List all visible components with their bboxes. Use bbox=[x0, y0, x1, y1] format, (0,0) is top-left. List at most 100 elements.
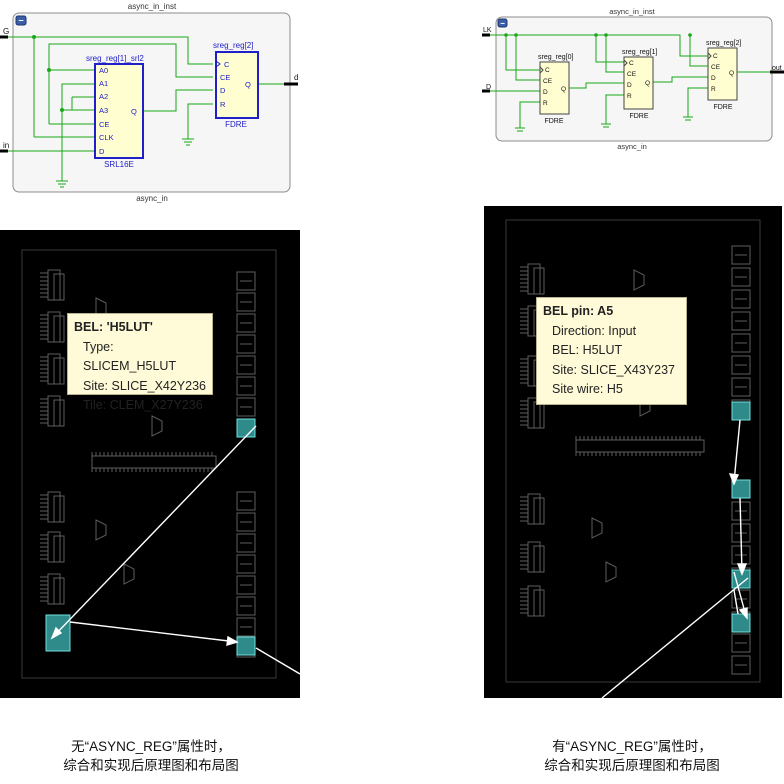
netlist-wires bbox=[0, 36, 298, 181]
ff-instance-name: sreg_reg[2] bbox=[213, 41, 253, 50]
ff-site bbox=[236, 575, 256, 595]
schematic-without-async-reg: async_in_inst − async_in bbox=[0, 2, 298, 203]
ff1-pin-q: Q bbox=[645, 80, 650, 87]
device-layout-with-async-reg[interactable] bbox=[484, 206, 782, 698]
lut-slice-inner bbox=[53, 357, 65, 385]
highlighted-site[interactable] bbox=[236, 636, 256, 656]
lut-slice-inner bbox=[533, 589, 545, 617]
ff-site bbox=[731, 311, 751, 331]
instance-title: async_in_inst bbox=[128, 2, 177, 11]
srl-pin-clk: CLK bbox=[99, 133, 114, 142]
ff2-pin-ce: CE bbox=[711, 64, 721, 71]
tooltip-line-bel: BEL: H5LUT bbox=[552, 343, 623, 357]
wire-junctions bbox=[32, 35, 64, 112]
ff-site bbox=[731, 289, 751, 309]
ff1-instance-name: sreg_reg[1] bbox=[622, 49, 657, 56]
bel-pin-tooltip: BEL pin: A5 Direction: Input BEL: H5LUT … bbox=[536, 297, 687, 405]
net-routes bbox=[50, 425, 300, 675]
lut-slice-inner bbox=[53, 273, 65, 301]
lut-slice-inner bbox=[533, 545, 545, 573]
ff-site bbox=[731, 333, 751, 353]
tooltip-line-site: Site: SLICE_X42Y236 bbox=[83, 378, 206, 393]
schematic-with-async-reg: async_in_inst − async_in bbox=[482, 7, 784, 151]
tooltip-line-site: Site: SLICE_X43Y237 bbox=[552, 362, 675, 377]
instance-footer-2: async_in bbox=[617, 142, 647, 151]
ff-pin-d: D bbox=[220, 86, 226, 95]
clock-region-boundary bbox=[21, 249, 277, 679]
svg-text:−: − bbox=[18, 16, 23, 26]
caption-with-async-reg: 有“ASYNC_REG”属性时， 综合和实现后原理图和布局图 bbox=[500, 737, 764, 775]
clock-pin-icon bbox=[215, 60, 221, 68]
carry-chain bbox=[91, 455, 217, 469]
highlighted-site[interactable] bbox=[731, 479, 751, 499]
srl-cell-type: SRL16E bbox=[104, 160, 134, 169]
lut-slice-inner bbox=[53, 495, 65, 523]
tooltip-line-direction: Direction: Input bbox=[552, 323, 637, 338]
mux-symbol bbox=[605, 561, 617, 583]
ff0-pin-ce: CE bbox=[543, 78, 553, 85]
tooltip-title: BEL: 'H5LUT' bbox=[74, 320, 153, 334]
ff-site bbox=[236, 512, 256, 532]
site-grid bbox=[40, 269, 256, 658]
mux-symbol bbox=[633, 269, 645, 291]
ff-pin-r: R bbox=[220, 100, 226, 109]
ff1-pin-d: D bbox=[627, 82, 632, 89]
caption-line-2: 综合和实现后原理图和布局图 bbox=[544, 758, 720, 773]
ff1-pin-ce: CE bbox=[627, 71, 637, 78]
ff-site bbox=[236, 491, 256, 511]
srl-pin-ce: CE bbox=[99, 120, 109, 129]
ff1-pin-r: R bbox=[627, 93, 632, 100]
fdre-block-1[interactable]: sreg_reg[1] C CE D R Q FDRE bbox=[622, 49, 657, 120]
port-d-label: d bbox=[294, 73, 298, 82]
ground-symbols bbox=[56, 138, 194, 188]
ff-site bbox=[731, 245, 751, 265]
srl-pin-a1: A1 bbox=[99, 79, 108, 88]
io-ports bbox=[0, 35, 298, 153]
highlighted-site[interactable] bbox=[731, 401, 751, 421]
instance-title-2: async_in_inst bbox=[609, 7, 655, 16]
caption-line-1: 有“ASYNC_REG”属性时， bbox=[552, 739, 712, 754]
tooltip-line-type: Type: SLICEM_H5LUT bbox=[83, 339, 177, 374]
ff0-pin-c: C bbox=[545, 67, 550, 74]
ff-site bbox=[731, 589, 751, 609]
ff0-pin-d: D bbox=[543, 89, 548, 96]
wire-junctions-2 bbox=[504, 33, 692, 37]
ff2-pin-r: R bbox=[711, 86, 716, 93]
highlighted-site[interactable] bbox=[731, 613, 751, 633]
lut-slice-inner bbox=[533, 497, 545, 525]
collapse-button[interactable]: − bbox=[15, 15, 27, 26]
ff0-pin-r: R bbox=[543, 100, 548, 107]
port-out-label: out bbox=[772, 65, 782, 72]
fdre-block[interactable]: sreg_reg[2] C CE D R Q FDRE bbox=[213, 41, 259, 129]
ff-site bbox=[731, 655, 751, 675]
ground-symbols-2 bbox=[515, 116, 693, 132]
tooltip-line-tile: Tile: CLEM_X27Y236 bbox=[83, 398, 203, 412]
ff-pin-c: C bbox=[224, 60, 230, 69]
ff-pin-ce: CE bbox=[220, 73, 230, 82]
svg-text:−: − bbox=[500, 19, 505, 28]
clock-pin-icon bbox=[707, 52, 712, 60]
caption-without-async-reg: 无“ASYNC_REG”属性时， 综合和实现后原理图和布局图 bbox=[20, 737, 282, 775]
ff2-pin-q: Q bbox=[729, 70, 734, 77]
port-clk-label: LK bbox=[483, 27, 492, 34]
mux-symbol bbox=[95, 519, 107, 541]
ff-site bbox=[731, 355, 751, 375]
highlighted-site[interactable] bbox=[236, 418, 256, 438]
ff-site bbox=[236, 397, 256, 417]
lut-slice-inner bbox=[53, 577, 65, 605]
ff-site bbox=[236, 334, 256, 354]
fdre-block-2[interactable]: sreg_reg[2] C CE D R Q FDRE bbox=[706, 40, 741, 111]
lut-slice-inner bbox=[53, 535, 65, 563]
ff-site bbox=[236, 376, 256, 396]
ff-site bbox=[236, 292, 256, 312]
port-g-label: G bbox=[3, 27, 9, 36]
srl16e-block[interactable]: sreg_reg[1]_srl2 A0 A1 A2 A3 CE CLK D Q … bbox=[86, 54, 144, 169]
fdre-block-0[interactable]: sreg_reg[0] C CE D R Q FDRE bbox=[538, 54, 573, 125]
clock-pin-icon bbox=[539, 66, 544, 74]
device-layout-without-async-reg[interactable] bbox=[0, 230, 300, 698]
ff-site bbox=[236, 596, 256, 616]
ff1-cell-type: FDRE bbox=[629, 113, 648, 120]
clock-region-boundary bbox=[505, 219, 761, 683]
srl-pin-d: D bbox=[99, 147, 105, 156]
collapse-button-2[interactable]: − bbox=[497, 18, 508, 28]
